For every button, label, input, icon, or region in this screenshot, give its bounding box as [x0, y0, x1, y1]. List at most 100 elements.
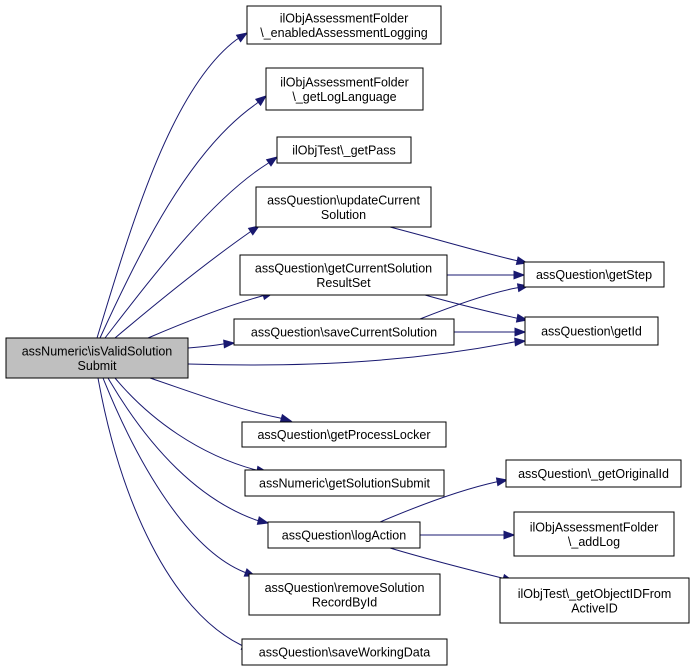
arrowhead-icon	[223, 339, 236, 349]
edge-line	[187, 340, 526, 366]
arrowhead-icon	[514, 337, 527, 347]
edge-line	[107, 377, 269, 524]
edge-line	[149, 377, 292, 422]
edge-line	[419, 285, 529, 320]
edge-n11-to-n13	[420, 530, 516, 540]
node-label-line: ilObjTest\_getObjectIDFrom	[518, 587, 672, 601]
node-box	[276, 136, 412, 164]
arrowhead-icon	[279, 413, 293, 423]
edge-n5-to-n8	[424, 294, 529, 323]
node-n8[interactable]: assQuestion\getId	[524, 316, 659, 346]
arrowhead-icon	[495, 477, 509, 487]
node-label-line: \_enabledAssessmentLogging	[260, 26, 428, 40]
arrowhead-icon	[235, 32, 249, 43]
node-box	[267, 521, 421, 549]
node-box	[505, 459, 682, 488]
edge-line	[114, 225, 260, 339]
node-label-line: assNumeric\getSolutionSubmit	[259, 477, 430, 491]
edge-n6-to-n8	[454, 327, 527, 337]
edge-root-to-n3	[104, 156, 279, 339]
edge-line	[104, 156, 278, 339]
edge-n11-to-n12	[379, 477, 509, 523]
node-n6[interactable]: assQuestion\saveCurrentSolution	[233, 318, 455, 346]
arrowhead-icon	[513, 270, 526, 280]
node-n2[interactable]: ilObjAssessmentFolder\_getLogLanguage	[265, 67, 424, 111]
node-label-line: assQuestion\updateCurrent	[267, 193, 420, 207]
node-label-line: \_addLog	[568, 535, 620, 549]
node-n9[interactable]: assQuestion\getProcessLocker	[241, 421, 447, 448]
edge-line	[187, 342, 235, 349]
node-box	[246, 5, 442, 45]
edge-line	[379, 479, 508, 523]
node-label-line: ResultSet	[316, 276, 371, 290]
node-box	[248, 573, 441, 616]
node-n3[interactable]: ilObjTest\_getPass	[276, 136, 412, 164]
node-box	[524, 316, 659, 346]
edge-line	[97, 377, 253, 651]
edge-line	[147, 292, 274, 339]
arrowhead-icon	[515, 313, 529, 323]
arrowhead-icon	[256, 516, 270, 525]
edge-root-to-n2	[99, 95, 268, 339]
node-box	[499, 577, 690, 624]
node-label-line: assQuestion\saveWorkingData	[259, 646, 430, 660]
edge-line	[96, 32, 248, 339]
node-label-line: assQuestion\getStep	[536, 268, 652, 282]
node-box	[239, 254, 448, 296]
node-label-line: assQuestion\_getOriginalId	[518, 467, 669, 481]
node-n11[interactable]: assQuestion\logAction	[267, 521, 421, 549]
edge-n5-to-n7	[446, 270, 526, 280]
edge-root-to-n9	[149, 377, 293, 423]
node-label-line: \_getLogLanguage	[292, 90, 396, 104]
node-label-line: assQuestion\getId	[541, 325, 642, 339]
edge-root-to-n15	[102, 377, 257, 577]
node-label-line: assQuestion\getCurrentSolution	[255, 261, 432, 275]
node-label-line: ilObjAssessmentFolder	[280, 11, 409, 25]
node-n10[interactable]: assNumeric\getSolutionSubmit	[244, 469, 445, 497]
node-n7[interactable]: assQuestion\getStep	[523, 261, 665, 288]
node-label-line: assQuestion\getProcessLocker	[257, 428, 430, 442]
node-box	[241, 421, 447, 448]
edge-root-to-n4	[114, 225, 261, 339]
edge-line	[389, 547, 514, 582]
node-label-line: ilObjTest\_getPass	[292, 144, 396, 158]
arrowhead-icon	[254, 95, 268, 107]
node-label-line: ilObjAssessmentFolder	[280, 75, 409, 89]
node-label-line: assNumeric\isValidSolution	[22, 344, 173, 358]
edge-root-to-n6	[187, 339, 236, 349]
node-label-line: assQuestion\logAction	[282, 529, 406, 543]
node-box	[513, 511, 675, 557]
arrowhead-icon	[514, 327, 527, 337]
edge-root-to-n8	[187, 337, 527, 366]
node-n16[interactable]: assQuestion\saveWorkingData	[241, 638, 448, 666]
arrowhead-icon	[503, 530, 516, 540]
edge-line	[389, 226, 528, 264]
node-box	[244, 469, 445, 497]
edge-root-to-n1	[96, 32, 249, 339]
edge-line	[114, 377, 268, 473]
node-label-line: assQuestion\removeSolution	[265, 581, 425, 595]
edge-line	[102, 377, 256, 577]
node-n13[interactable]: ilObjAssessmentFolder\_addLog	[513, 511, 675, 557]
node-label-line: ActiveID	[571, 601, 618, 615]
node-box	[5, 337, 189, 379]
node-n1[interactable]: ilObjAssessmentFolder\_enabledAssessment…	[246, 5, 442, 45]
node-box	[265, 67, 424, 111]
node-box	[233, 318, 455, 346]
edge-line	[99, 95, 267, 339]
node-box	[523, 261, 665, 288]
node-box	[255, 186, 432, 228]
node-label-line: Submit	[78, 359, 117, 373]
node-label-line: assQuestion\saveCurrentSolution	[251, 326, 437, 340]
node-n12[interactable]: assQuestion\_getOriginalId	[505, 459, 682, 488]
arrowhead-icon	[247, 225, 261, 236]
edge-line	[424, 294, 528, 321]
node-box	[241, 638, 448, 666]
edge-root-to-n11	[107, 377, 270, 525]
